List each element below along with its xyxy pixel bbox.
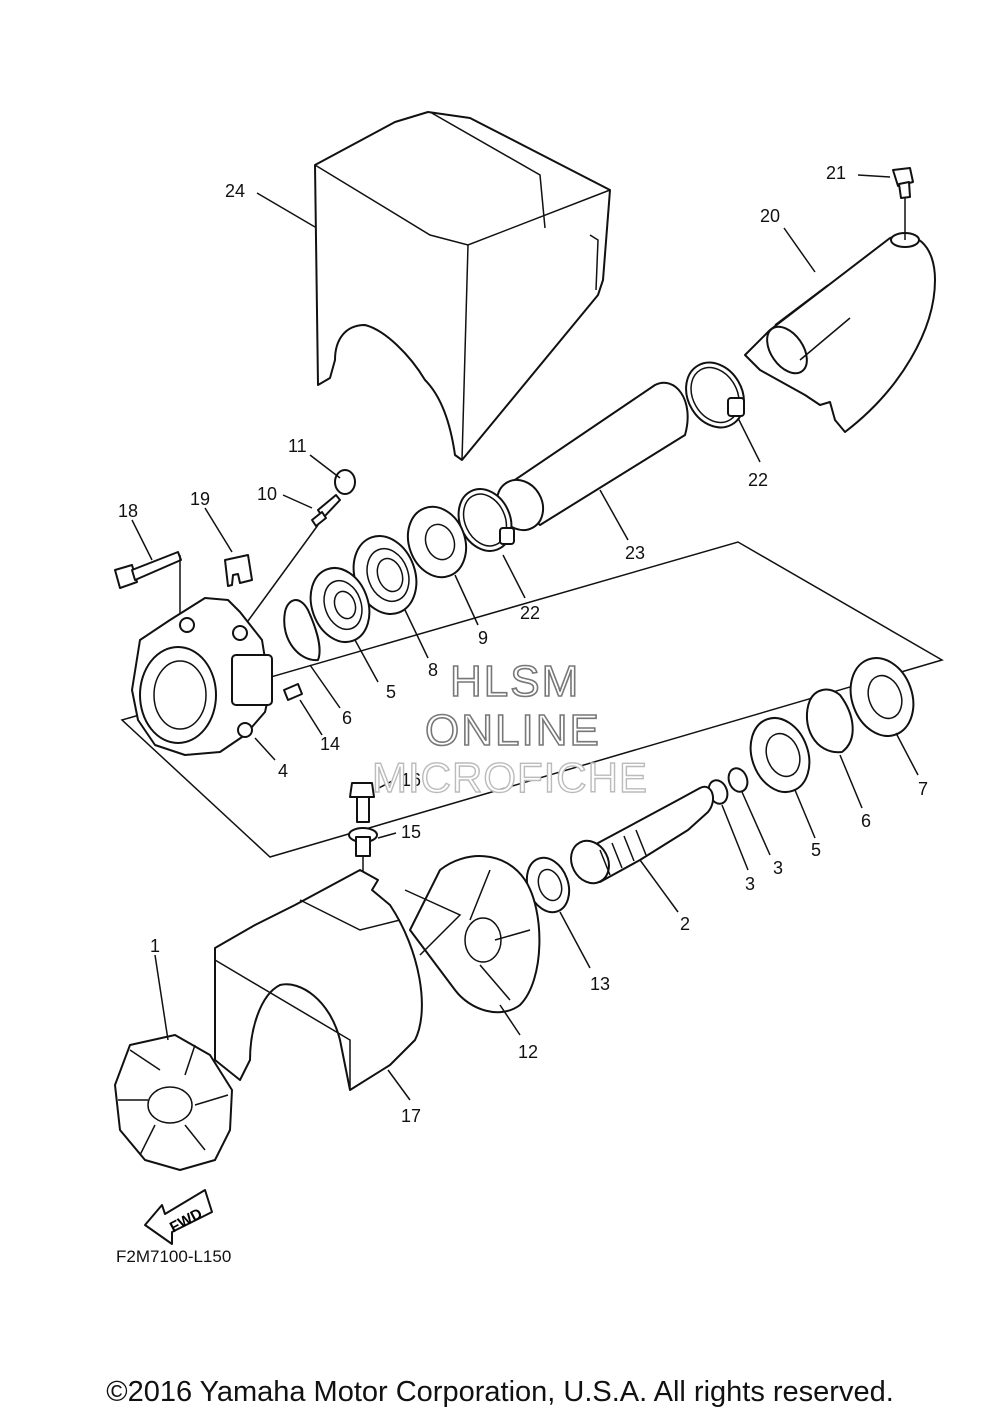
- part-3-o-rings: [707, 767, 771, 871]
- callout-6a: 6: [342, 708, 352, 728]
- fwd-arrow-icon: FWD: [144, 1189, 213, 1245]
- part-11-cap: [309, 454, 356, 495]
- part-23-hose: [495, 382, 689, 541]
- callout-19: 19: [190, 489, 210, 509]
- callout-2: 2: [680, 914, 690, 934]
- part-10-fitting: [244, 494, 341, 626]
- drawing-code: F2M7100-L150: [116, 1247, 231, 1266]
- callout-9: 9: [478, 628, 488, 648]
- callout-23: 23: [625, 543, 645, 563]
- part-20-nozzle: [744, 195, 936, 433]
- part-8-bearing: [352, 535, 429, 659]
- callout-11: 11: [288, 436, 307, 456]
- callout-20: 20: [760, 206, 780, 226]
- watermark-line1: HLSM: [450, 657, 580, 706]
- part-17-coupler-cover: [214, 869, 423, 1101]
- part-6-circlip-right: [805, 688, 863, 809]
- part-16-bolt: [349, 779, 395, 823]
- callout-21: 21: [826, 163, 846, 183]
- callout-12: 12: [518, 1042, 538, 1062]
- part-4-housing: [131, 597, 276, 761]
- callout-6b: 6: [861, 811, 871, 831]
- callout-18: 18: [118, 501, 138, 521]
- part-1-damper: [114, 954, 233, 1171]
- part-5-bearing-left: [309, 567, 379, 683]
- assembly-outline: [120, 541, 944, 858]
- part-18-bolt: [114, 519, 182, 625]
- part-6-circlip-left: [283, 599, 341, 709]
- leader-24: [256, 192, 316, 228]
- callout-4: 4: [278, 761, 288, 781]
- part-22-clamp-upper: [685, 361, 761, 463]
- callouts: 1 2 3 3 4 5 5 6 6 7 8 9 10 11 12 13 14 1…: [118, 163, 928, 1126]
- watermark-line3: MICROFICHE: [372, 754, 648, 801]
- callout-24: 24: [225, 181, 245, 201]
- callout-7: 7: [918, 779, 928, 799]
- callout-14: 14: [320, 734, 340, 754]
- watermark: HLSM ONLINE MICROFICHE: [371, 656, 648, 802]
- callout-3a: 3: [745, 874, 755, 894]
- part-24-cover: [314, 111, 611, 461]
- copyright-notice: ©2016 Yamaha Motor Corporation, U.S.A. A…: [106, 1376, 894, 1408]
- callout-15: 15: [401, 822, 421, 842]
- part-21-bolt: [857, 167, 914, 199]
- leader-20: [783, 227, 816, 273]
- callout-1: 1: [150, 936, 160, 956]
- part-2-shaft: [570, 785, 715, 913]
- callout-16: 16: [401, 770, 421, 790]
- callout-3b: 3: [773, 858, 783, 878]
- part-5-bearing-right: [749, 717, 816, 839]
- callout-5b: 5: [811, 840, 821, 860]
- part-12-coupler: [404, 855, 541, 1036]
- part-14-pin: [283, 683, 323, 736]
- callout-5a: 5: [386, 682, 396, 702]
- watermark-line2: ONLINE: [425, 706, 601, 755]
- callout-8: 8: [428, 660, 438, 680]
- callout-10: 10: [257, 484, 277, 504]
- part-15-collar: [348, 827, 397, 880]
- part-9-seal: [406, 505, 479, 626]
- part-7-bearing-right: [849, 657, 919, 776]
- callout-22a: 22: [748, 470, 768, 490]
- part-19-shim: [204, 507, 253, 587]
- callout-17: 17: [401, 1106, 421, 1126]
- callout-22b: 22: [520, 603, 540, 623]
- callout-13: 13: [590, 974, 610, 994]
